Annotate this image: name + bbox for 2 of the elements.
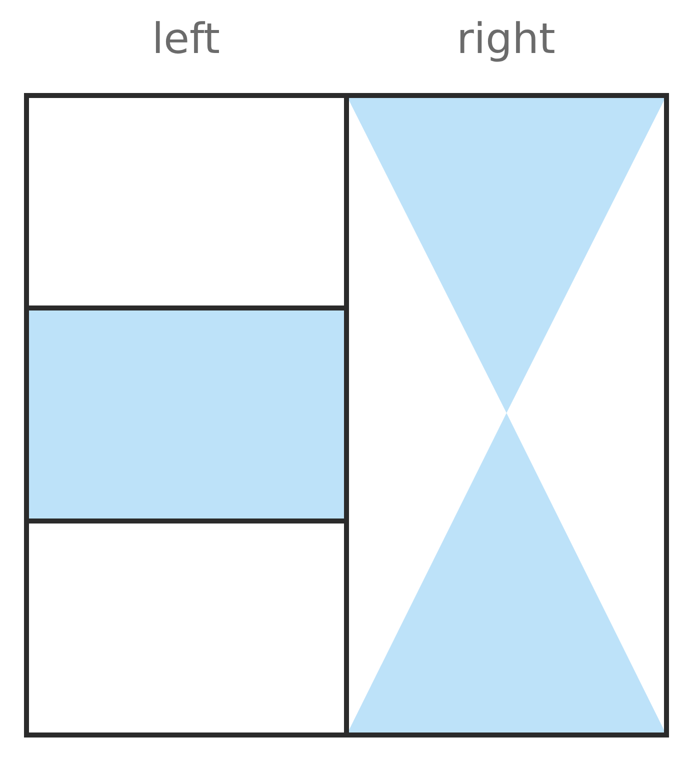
column-heading: right	[456, 16, 556, 62]
column-heading: left	[152, 16, 220, 62]
